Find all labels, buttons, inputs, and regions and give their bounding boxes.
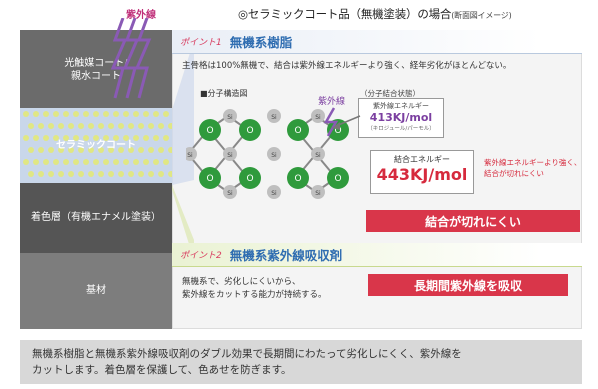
point2-heading: 無機系紫外線吸収剤 — [229, 248, 343, 263]
point2-description-line2: 紫外線をカットする能力が持続する。 — [182, 289, 327, 300]
silicon-atom-label: Si — [315, 114, 321, 121]
diagram-uv-label: 紫外線 — [318, 97, 346, 107]
title-main: ◎セラミックコート品（無機塗装）の場合 — [238, 7, 452, 21]
oxygen-atom — [239, 119, 261, 141]
layer-base: 基材 — [20, 253, 172, 329]
oxygen-atom-label: O — [294, 126, 301, 136]
silicon-atom — [186, 147, 197, 161]
layer-base-label: 基材 — [86, 285, 106, 297]
silicon-atom-label: Si — [315, 190, 321, 197]
layer-color: 着色層（有機エナメル塗装） — [20, 183, 172, 253]
silicon-atom-label: Si — [271, 152, 277, 159]
oxygen-atom-label: O — [246, 126, 253, 136]
point2-description: 無機系で、劣化しにくいから、 紫外線をカットする能力が持続する。 — [182, 276, 362, 302]
oxygen-atom — [287, 119, 309, 141]
oxygen-atom-label: O — [334, 174, 341, 184]
silicon-atom — [267, 185, 281, 199]
point2-header: ポイント2 無機系紫外線吸収剤 — [172, 243, 582, 267]
layer-ceramic-label: セラミックコート — [56, 139, 136, 151]
oxygen-atom — [199, 119, 221, 141]
oxygen-atom-label: O — [334, 126, 341, 136]
silicon-atom-label: Si — [227, 190, 233, 197]
diagram-label: ■分子構造図 — [200, 89, 248, 98]
bond-energy-caption: 結合エネルギー — [394, 155, 450, 164]
point1-heading: 無機系樹脂 — [229, 35, 293, 50]
oxygen-atom-label: O — [246, 174, 253, 184]
silicon-atom-label: Si — [227, 152, 233, 159]
point2-tag: ポイント2 — [180, 251, 222, 261]
footer-line1: 無機系樹脂と無機系紫外線吸収剤のダブル効果で長期間にわたって劣化しにくく、紫外線… — [32, 348, 462, 360]
point2-description-line1: 無機系で、劣化しにくいから、 — [182, 277, 301, 287]
silicon-atom-label: Si — [271, 114, 277, 121]
silicon-atom — [311, 147, 325, 161]
layer-photocatalyst-line1: 光触媒コート/ — [64, 57, 128, 69]
silicon-atom — [223, 109, 237, 123]
uv-energy-box: 紫外線エネルギー 413KJ/mol （キロジュール/パーモル） — [358, 98, 444, 138]
silicon-atom-label: Si — [227, 114, 233, 121]
ceramic-dots-pattern — [23, 111, 172, 177]
uv-label-top: 紫外線 — [126, 10, 156, 21]
silicon-atom — [311, 185, 325, 199]
layer-ceramic: セラミックコート — [20, 108, 172, 183]
bond-energy-value: 443KJ/mol — [376, 165, 468, 184]
bond-note-line1: 紫外線エネルギーより強く、 — [484, 158, 582, 167]
oxygen-atom — [327, 119, 349, 141]
silicon-atom-label: Si — [315, 152, 321, 159]
oxygen-atom — [239, 167, 261, 189]
silicon-atom — [223, 185, 237, 199]
point1-description: 主骨格は100%無機で、結合は紫外線エネルギーより強く、経年劣化がほとんどない。 — [182, 61, 512, 71]
oxygen-atom-label: O — [206, 174, 213, 184]
title-note: (断面図イメージ) — [451, 11, 512, 20]
uv-energy-note: （キロジュール/パーモル） — [367, 126, 435, 132]
uv-energy-caption: 紫外線エネルギー — [373, 102, 429, 110]
layer-color-label: 着色層（有機エナメル塗装） — [31, 212, 161, 224]
oxygen-atom-label: O — [294, 174, 301, 184]
bond-note: 紫外線エネルギーより強く、 結合が切れにくい — [484, 158, 582, 179]
bond-badge: 結合が切れにくい — [366, 210, 580, 232]
point1-tag: ポイント1 — [180, 38, 222, 48]
point1-header: ポイント1 無機系樹脂 — [172, 30, 582, 54]
silicon-atom — [311, 109, 325, 123]
silicon-atom — [267, 147, 281, 161]
uv-arrow-icon — [332, 115, 361, 130]
oxygen-atom — [327, 167, 349, 189]
silicon-atom — [267, 109, 281, 123]
uv-energy-value: 413KJ/mol — [369, 111, 433, 124]
layer-photocatalyst-line2: 親水コート — [71, 71, 121, 82]
bond-note-line2: 結合が切れにくい — [484, 168, 544, 178]
bond-energy-box: 結合エネルギー 443KJ/mol — [370, 150, 474, 194]
footer-line2: カットします。着色層を保護して、色あせを防ぎます。 — [32, 364, 292, 377]
silicon-atom — [223, 147, 237, 161]
page-title: ◎セラミックコート品（無機塗装）の場合(断面図イメージ) — [238, 6, 512, 22]
oxygen-atom — [199, 167, 221, 189]
small-lightning-icon — [323, 107, 339, 137]
silicon-atom-label: Si — [187, 152, 193, 159]
uv-absorb-badge: 長期間紫外線を吸収 — [368, 274, 568, 296]
oxygen-atom-label: O — [206, 126, 213, 136]
oxygen-atom — [287, 167, 309, 189]
uv-lightning-icon — [110, 18, 152, 99]
silicon-atom-label: Si — [271, 190, 277, 197]
summary-footer: 無機系樹脂と無機系紫外線吸収剤のダブル効果で長期間にわたって劣化しにくく、紫外線… — [20, 340, 582, 384]
bond-state-label: （分子結合状態） — [360, 89, 420, 98]
